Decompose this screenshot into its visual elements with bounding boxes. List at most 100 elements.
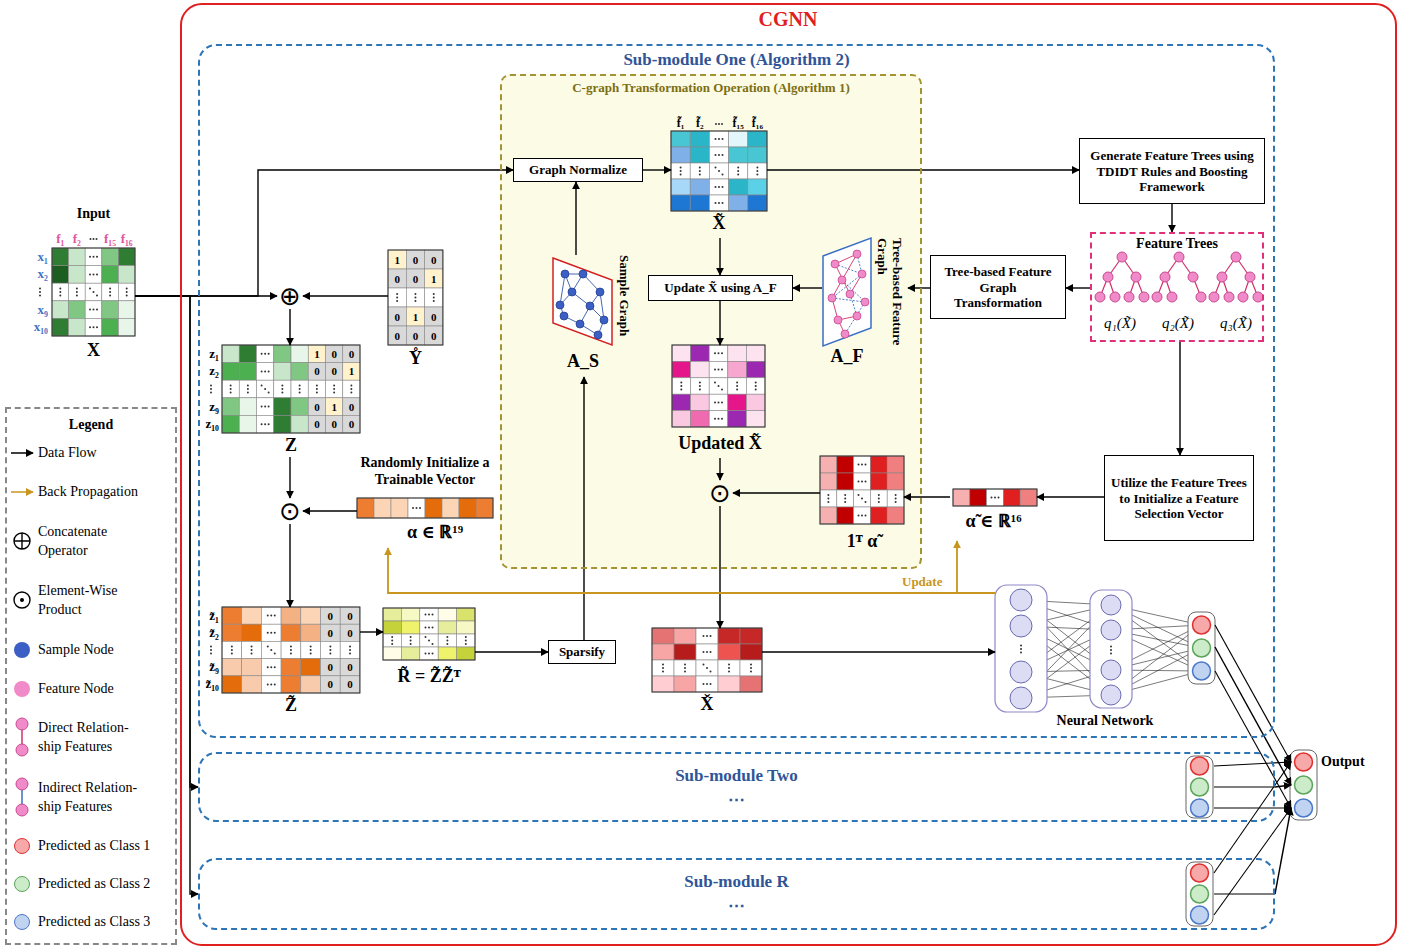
matrix-value: 0 (320, 660, 340, 674)
matrix-cell (222, 380, 239, 398)
ellipsis-dot (419, 507, 421, 509)
ellipsis-dot (230, 392, 232, 394)
matrix-cell (85, 266, 102, 284)
neuron (1010, 661, 1032, 683)
ellipsis-dot (861, 464, 863, 466)
connector (1066, 287, 1090, 288)
matrix-cell (340, 676, 360, 693)
matrix-cell (222, 415, 239, 433)
ellipsis-dot (268, 406, 270, 408)
matrix-cell (274, 415, 291, 433)
matrix-cell (340, 607, 360, 624)
connector (388, 548, 995, 593)
legend-swatch (14, 838, 30, 854)
ellipsis-dot (1020, 648, 1022, 650)
output-layer (1290, 750, 1317, 820)
box-label: Tree-based Feature Graph Transformation (931, 264, 1065, 311)
matrix-value: 0 (341, 400, 361, 414)
tree-node (1217, 272, 1227, 282)
matrix-cell (438, 634, 456, 647)
ellipsis-dot (39, 295, 41, 297)
matrix-cell (728, 378, 747, 394)
class-neuron (1191, 757, 1209, 775)
ellipsis-dot (96, 238, 98, 240)
matrix-cell (690, 195, 709, 211)
matrix-cell (438, 647, 456, 660)
matrix-cell (52, 266, 69, 284)
legend-text: Indirect Relation- ship Features (38, 778, 150, 816)
matrix-cell (239, 398, 256, 416)
box-label: Graph Normalize (514, 162, 642, 178)
ellipsis-dot (329, 649, 331, 651)
matrix-cell (953, 489, 970, 506)
ellipsis-dot (210, 392, 212, 394)
ellipsis-dot (126, 295, 128, 297)
ellipsis-dot (858, 481, 860, 483)
matrix-value: 0 (324, 417, 344, 431)
node-label: α̃ ∈ ℝ¹⁶ (950, 511, 1037, 533)
matrix-cell (674, 676, 696, 692)
ellipsis-dot (465, 643, 467, 645)
column-label: f₁₆ (107, 231, 147, 247)
connector (575, 182, 576, 255)
ellipsis-dot (703, 683, 705, 685)
figure-node: Neural Network (995, 585, 1215, 731)
matrix-cell (102, 266, 119, 284)
matrix-cell (887, 456, 904, 473)
ellipsis-dot (991, 497, 993, 499)
matrix-cell (321, 607, 341, 624)
ellipsis-dot (428, 653, 430, 655)
matrix-cell (837, 473, 854, 490)
matrix-cell (257, 398, 274, 416)
ellipsis-dot (710, 683, 712, 685)
matrix-cell (438, 608, 456, 621)
legend-text: Predicted as Class 3 (38, 912, 173, 931)
matrix-cell (291, 415, 308, 433)
matrix-cell (671, 195, 690, 211)
ellipsis-dot (59, 288, 61, 290)
ellipsis-dot (210, 653, 212, 655)
matrix-cell (671, 179, 690, 195)
ellipsis-dot (316, 392, 318, 394)
ellipsis-dot (267, 646, 269, 648)
edge-label: Update (900, 574, 944, 590)
connector (303, 510, 357, 511)
tree-node (1238, 292, 1248, 302)
matrix-cell (383, 634, 401, 647)
matrix-cell (690, 163, 709, 179)
matrix-cell (718, 676, 740, 692)
matrix-value: 0 (387, 272, 407, 286)
ellipsis-dot (231, 653, 233, 655)
matrix-cell (457, 634, 475, 647)
connector (135, 296, 198, 787)
matrix-cell (383, 608, 401, 621)
ellipsis-dot (1020, 645, 1022, 647)
ellipsis-dot (290, 653, 292, 655)
ellipsis-dot (756, 167, 758, 169)
figure-node: 1ᵀ α̃ (820, 456, 904, 556)
ellipsis-dot (750, 667, 752, 669)
ellipsis-dot (714, 418, 716, 420)
tree-label: q₂(X̃) (1148, 314, 1208, 332)
output-wire (1214, 893, 1275, 894)
neuron (1101, 595, 1121, 615)
ellipsis-dot (714, 369, 716, 371)
product-symbol (20, 598, 24, 602)
matrix-cell (222, 624, 242, 641)
matrix-cell (257, 363, 274, 381)
ellipsis-dot (662, 664, 664, 666)
ellipsis-dot (267, 632, 269, 634)
ellipsis-dot (264, 388, 266, 390)
output-wire (1214, 762, 1291, 873)
tree-node (1209, 292, 1219, 302)
ellipsis-dot (93, 309, 95, 311)
matrix-cell (242, 641, 262, 658)
connector (289, 524, 290, 607)
graph-node (841, 330, 849, 338)
matrix-cell (652, 676, 674, 692)
ellipsis-dot (425, 627, 427, 629)
connector (303, 295, 388, 296)
matrix-cell (671, 131, 690, 147)
matrix-frame (52, 248, 135, 336)
ellipsis-dot (718, 138, 720, 140)
